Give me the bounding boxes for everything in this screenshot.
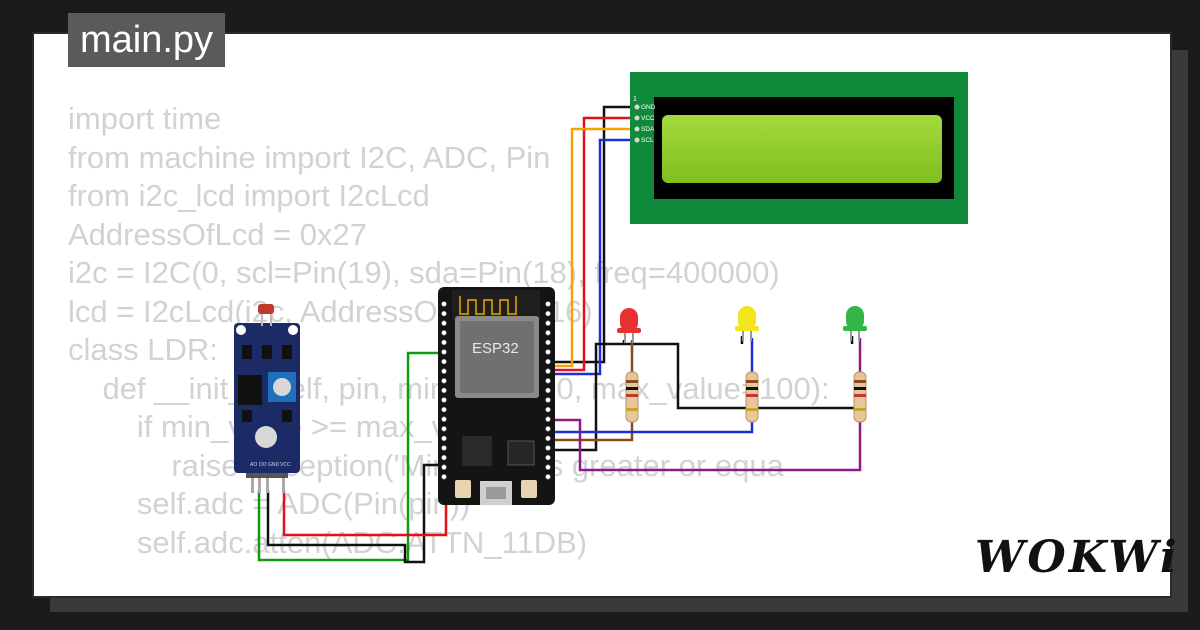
- esp32-pin[interactable]: [441, 387, 447, 394]
- wire-led-gnd[interactable]: [540, 342, 860, 452]
- lcd-pin-sda: SDA: [641, 126, 655, 133]
- boot-button[interactable]: [455, 480, 471, 498]
- esp32-pin[interactable]: [441, 320, 447, 326]
- wire-led-anodes[interactable]: [622, 336, 862, 372]
- esp32-pin[interactable]: [545, 349, 551, 355]
- lcd-pin-vcc: VCC: [641, 115, 655, 122]
- esp32-pin[interactable]: [545, 358, 551, 365]
- resistor-green-led[interactable]: [853, 371, 867, 423]
- esp32-pin[interactable]: [545, 378, 551, 384]
- esp32-pin[interactable]: [545, 435, 551, 442]
- code-line: class LDR:: [68, 332, 218, 367]
- code-line: from i2c_lcd import I2cLcd: [68, 178, 430, 213]
- lcd-pin-header: [634, 104, 640, 143]
- lcd-pin-scl: SCL: [641, 137, 654, 144]
- ldr-pin-do: DO: [259, 462, 267, 468]
- esp32-pin[interactable]: [545, 474, 551, 480]
- esp32-pin[interactable]: [545, 454, 551, 461]
- red-led[interactable]: [617, 308, 641, 343]
- code-line: self.adc.atten(ADC.ATTN_11DB): [68, 524, 588, 560]
- code-line: import time: [68, 101, 222, 136]
- wire-red-led[interactable]: [540, 422, 634, 442]
- wokwi-logo: WOKWi: [975, 532, 1180, 583]
- wire-lcd-scl[interactable]: [540, 138, 637, 376]
- wire-lcd-sda[interactable]: [540, 127, 637, 368]
- esp32-label: ESP32: [472, 340, 519, 357]
- esp32-pin[interactable]: [545, 310, 551, 317]
- file-tab[interactable]: main.py: [68, 13, 226, 67]
- esp32-pin[interactable]: [441, 301, 447, 307]
- wire-green-led[interactable]: [540, 418, 862, 472]
- yellow-led[interactable]: [735, 306, 759, 341]
- esp32-pin[interactable]: [441, 416, 447, 422]
- lcd-pin-marker: 1: [633, 96, 637, 103]
- green-led[interactable]: [843, 306, 867, 341]
- ldr-pin-vcc: VCC: [280, 462, 291, 468]
- esp32-pin[interactable]: [545, 416, 551, 422]
- code-line: i2c = I2C(0, scl=Pin(19), sda=Pin(18), f…: [68, 255, 780, 290]
- esp32-pin[interactable]: [441, 474, 447, 480]
- esp32-pin[interactable]: [441, 358, 447, 365]
- code-line: from machine import I2C, ADC, Pin: [68, 139, 551, 175]
- lcd-display[interactable]: 1 GND VCC SDA SCL: [630, 72, 968, 224]
- esp32-pin[interactable]: [441, 339, 447, 346]
- esp32-pin[interactable]: [545, 320, 551, 326]
- photoresistor: [258, 304, 274, 314]
- resistor-red-led[interactable]: [625, 371, 639, 423]
- esp32-pin[interactable]: [545, 464, 551, 470]
- ldr-pin-gnd: GND: [268, 462, 280, 468]
- esp32-pin[interactable]: [441, 368, 447, 374]
- esp32-pin[interactable]: [441, 426, 447, 432]
- esp32-board[interactable]: ESP32: [438, 287, 555, 505]
- esp32-pin[interactable]: [545, 387, 551, 394]
- esp32-pin[interactable]: [545, 397, 551, 403]
- esp32-pin[interactable]: [441, 406, 447, 413]
- esp32-pin[interactable]: [441, 330, 447, 336]
- esp32-pin[interactable]: [545, 368, 551, 374]
- code-line: AddressOfLcd = 0x27: [68, 216, 367, 252]
- wire-ldr-ao[interactable]: [257, 351, 448, 562]
- esp32-pin[interactable]: [441, 349, 447, 355]
- esp32-pin[interactable]: [545, 330, 551, 336]
- reset-button[interactable]: [521, 480, 537, 498]
- esp32-pin[interactable]: [545, 445, 551, 451]
- wire-lcd-vcc[interactable]: [540, 116, 637, 372]
- esp32-pin[interactable]: [441, 310, 447, 317]
- wire-yellow-led[interactable]: [540, 420, 754, 434]
- esp32-pin[interactable]: [545, 406, 551, 413]
- esp32-pin[interactable]: [441, 378, 447, 384]
- esp32-pin[interactable]: [441, 454, 447, 461]
- esp32-pin[interactable]: [441, 445, 447, 451]
- esp32-pin[interactable]: [441, 397, 447, 403]
- esp32-pin[interactable]: [545, 339, 551, 346]
- resistor-yellow-led[interactable]: [745, 371, 759, 423]
- esp32-pin[interactable]: [441, 464, 447, 470]
- ldr-pin-ao: AO: [250, 462, 257, 468]
- esp32-pin[interactable]: [545, 426, 551, 432]
- esp32-pin[interactable]: [441, 435, 447, 442]
- wire-ldr-gnd[interactable]: [266, 463, 448, 564]
- canvas-card: [32, 32, 1172, 598]
- lcd-pin-gnd: GND: [641, 104, 656, 111]
- ldr-module[interactable]: AO DO GND VCC: [234, 304, 300, 493]
- esp32-pin[interactable]: [545, 301, 551, 307]
